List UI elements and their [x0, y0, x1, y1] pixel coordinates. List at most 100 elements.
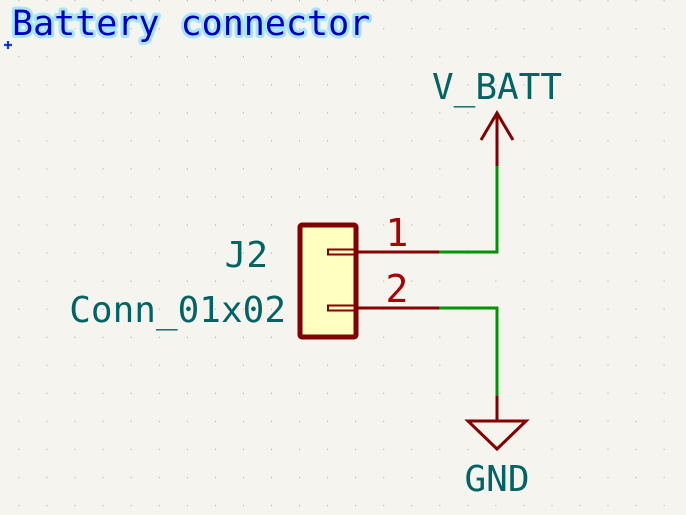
grid-dot [467, 364, 469, 366]
grid-dot [186, 448, 188, 451]
grid-dot [327, 56, 329, 58]
grid-dot [411, 448, 413, 451]
grid-dot [214, 448, 216, 451]
grid-dot [495, 28, 497, 30]
grid-dot [46, 224, 48, 226]
text-note[interactable]: Battery connector Battery connector [9, 1, 373, 47]
grid-dot [102, 56, 104, 58]
grid-dot [242, 364, 244, 366]
grid-dot [635, 28, 637, 30]
grid-dot [214, 476, 216, 479]
grid-dot [46, 448, 48, 451]
grid-dot [635, 252, 637, 254]
grid-dot [523, 504, 525, 507]
grid-dot [242, 28, 244, 30]
grid-dot [130, 476, 132, 479]
grid-dot [46, 0, 48, 2]
grid-dot [607, 280, 609, 282]
grid-dot [383, 420, 385, 423]
grid-dot [607, 84, 609, 86]
grid-dot [439, 168, 441, 170]
grid-dot [551, 392, 553, 394]
grid-dot [271, 448, 272, 451]
grid-dot [327, 504, 329, 507]
grid-dot [579, 28, 581, 30]
grid-dot [327, 140, 329, 142]
grid-dot [355, 28, 357, 30]
grid-dot [130, 196, 132, 198]
grid-dot [74, 168, 76, 170]
grid-dot [439, 280, 441, 282]
grid-dot [18, 420, 20, 423]
power-symbol-vbatt[interactable]: V_BATT [432, 67, 562, 166]
grid-dot [271, 140, 272, 142]
grid-dot [467, 448, 469, 451]
grid-dot [130, 364, 132, 366]
grid-dot [299, 392, 300, 394]
grid-dot [383, 448, 385, 451]
grid-dot [495, 84, 497, 86]
grid-dot [18, 252, 20, 254]
grid-dot [214, 56, 216, 58]
grid-dot [439, 420, 441, 423]
grid-dot [327, 28, 329, 30]
grid-dot [439, 84, 441, 86]
grid-dot [439, 140, 441, 142]
grid-dot [327, 392, 329, 394]
grid-dot [383, 56, 385, 58]
wire-gnd[interactable] [439, 306, 499, 396]
grid-dot [607, 252, 609, 254]
grid-dot [46, 504, 48, 507]
grid-dot [214, 364, 216, 366]
grid-dot [130, 504, 132, 507]
grid-dot [635, 308, 637, 310]
grid-dot [214, 28, 216, 30]
grid-dot [18, 84, 20, 86]
grid-dot [46, 308, 48, 310]
grid-dot [74, 392, 76, 394]
value-field[interactable]: Conn_01x02 [69, 290, 286, 331]
grid-dot [186, 336, 188, 338]
grid-dot [607, 56, 609, 58]
reference-field[interactable]: J2 [225, 235, 268, 276]
grid-dot [271, 280, 272, 282]
power-symbol-gnd[interactable]: GND [464, 396, 530, 500]
grid-dot [439, 364, 441, 366]
grid-dot [74, 112, 76, 114]
grid-dot [355, 364, 357, 366]
grid-dot [355, 448, 357, 451]
grid-dot [242, 476, 244, 479]
grid-dot [299, 84, 300, 86]
grid-dot [551, 196, 553, 198]
grid-dot [355, 56, 357, 58]
grid-dot [523, 392, 525, 394]
grid-dot [46, 420, 48, 423]
grid-dot [271, 28, 272, 30]
grid-dot [214, 84, 216, 86]
grid-dot [551, 476, 553, 479]
grid-dot [158, 112, 160, 114]
wire-vbatt[interactable] [439, 166, 499, 254]
grid-dot [74, 336, 76, 338]
grid-dot [523, 224, 525, 226]
grid-dot [495, 56, 497, 58]
grid-dot [74, 140, 76, 142]
grid-dot [523, 196, 525, 198]
grid-dot [635, 56, 637, 58]
grid-dot [383, 392, 385, 394]
grid-dot [46, 28, 48, 30]
component-j2[interactable]: 1 2 J2 Conn_01x02 [69, 211, 439, 340]
grid-dot [355, 168, 357, 170]
grid-dot [663, 252, 665, 254]
grid-dot [299, 476, 300, 479]
grid-dot [46, 476, 48, 479]
grid-dot [467, 224, 469, 226]
grid-dot [495, 476, 497, 479]
grid-dot [214, 336, 216, 338]
grid-dot [411, 56, 413, 58]
grid-dot [158, 56, 160, 58]
grid-dot [551, 28, 553, 30]
grid-dot [663, 224, 665, 226]
grid-dot [579, 112, 581, 114]
